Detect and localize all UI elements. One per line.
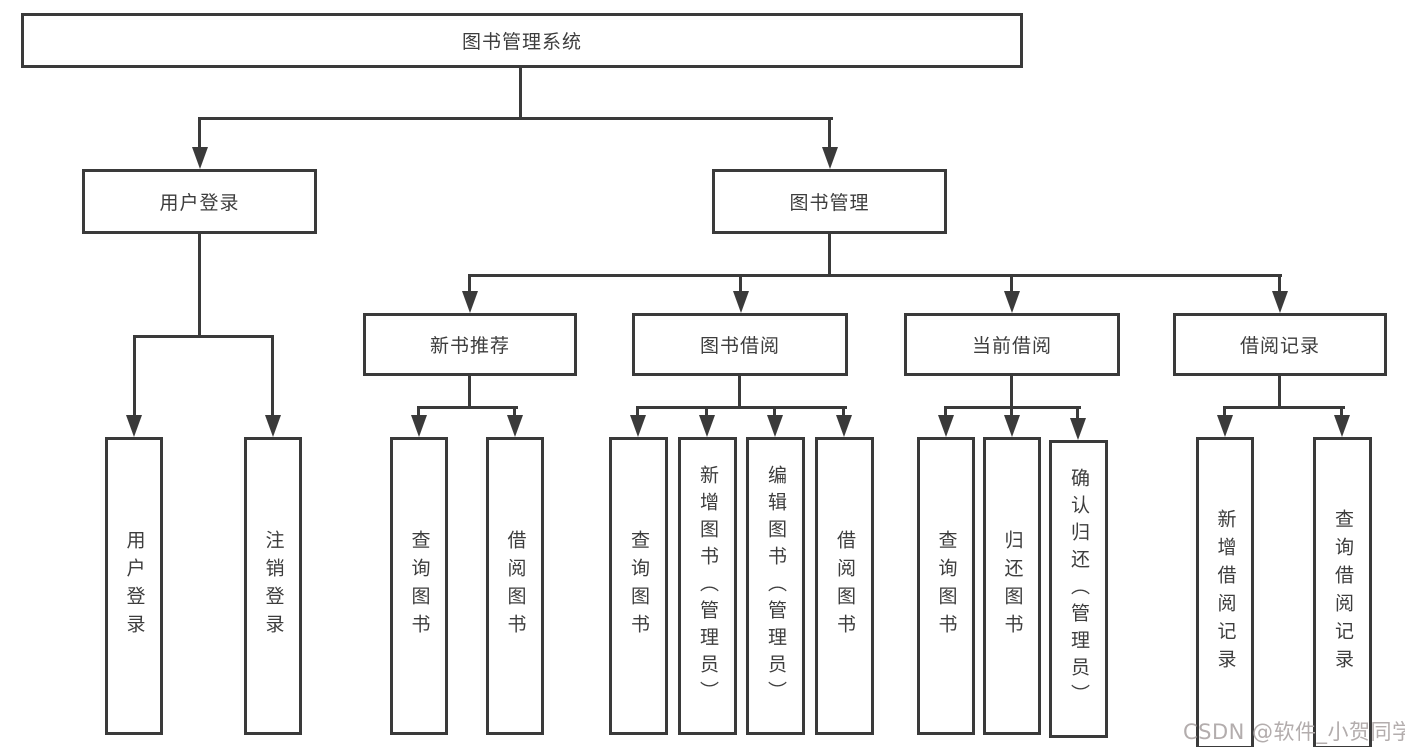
node-user-login: 用户登录 <box>82 169 317 234</box>
leaf-confirm-return-admin-label: 确认归还（管理员） <box>1068 467 1090 711</box>
arrowhead-icon <box>938 415 954 437</box>
connector-drop-leaf <box>636 406 639 420</box>
connector-book-management-branch <box>468 274 1282 277</box>
node-library-management-system-label: 图书管理系统 <box>461 31 582 53</box>
connector-new-book-stem <box>468 376 471 409</box>
arrowhead-icon <box>1004 415 1020 437</box>
leaf-logout-label: 注销登录 <box>262 530 285 642</box>
connector-root-stem <box>519 68 522 120</box>
leaf-add-borrow-record: 新增借阅记录 <box>1196 437 1254 747</box>
arrowhead-icon <box>1334 415 1350 437</box>
leaf-logout: 注销登录 <box>244 437 302 735</box>
connector-current-borrowing-stem <box>1010 376 1013 409</box>
leaf-edit-books-admin-label: 编辑图书（管理员） <box>765 464 787 708</box>
node-current-borrowing: 当前借阅 <box>904 313 1120 376</box>
arrowhead-icon <box>630 415 646 437</box>
arrowhead-icon <box>836 415 852 437</box>
leaf-query-books-recommend: 查询图书 <box>390 437 448 735</box>
connector-book-borrowing-stem <box>738 376 741 409</box>
leaf-borrow-books-borrowing-label: 借阅图书 <box>834 530 856 642</box>
connector-drop-leaf <box>513 406 516 420</box>
connector-new-book-branch <box>417 406 518 409</box>
arrowhead-icon <box>462 291 478 313</box>
connector-drop-leaf <box>842 406 845 420</box>
node-borrowing-records-label: 借阅记录 <box>1239 335 1320 357</box>
leaf-return-books-label: 归还图书 <box>1001 530 1024 642</box>
arrowhead-icon <box>265 415 281 437</box>
connector-user-login-stem <box>198 234 201 338</box>
connector-borrowing-records-branch <box>1223 406 1345 409</box>
leaf-query-books-recommend-label: 查询图书 <box>408 530 431 642</box>
leaf-add-books-admin-label: 新增图书（管理员） <box>697 464 719 708</box>
arrowhead-icon <box>1004 291 1020 313</box>
connector-user-login-branch <box>133 335 274 338</box>
node-book-management: 图书管理 <box>712 169 947 234</box>
node-new-book-recommend: 新书推荐 <box>363 313 577 376</box>
connector-book-management-stem <box>828 234 831 277</box>
connector-drop-leaf <box>417 406 420 420</box>
leaf-query-books-current-label: 查询图书 <box>935 530 958 642</box>
arrowhead-icon <box>733 291 749 313</box>
node-user-login-label: 用户登录 <box>159 192 240 214</box>
connector-drop-book-borrowing <box>739 274 742 298</box>
connector-drop-current-borrowing <box>1010 274 1013 298</box>
connector-root-branch <box>199 117 833 120</box>
connector-drop-leaf <box>944 406 947 420</box>
leaf-query-books-current: 查询图书 <box>917 437 975 735</box>
connector-drop-leaf <box>1076 406 1079 420</box>
node-new-book-recommend-label: 新书推荐 <box>429 335 510 357</box>
arrowhead-icon <box>1217 415 1233 437</box>
arrowhead-icon <box>822 147 838 169</box>
leaf-add-books-admin: 新增图书（管理员） <box>678 437 737 735</box>
node-book-borrowing-label: 图书借阅 <box>699 335 780 357</box>
arrowhead-icon <box>507 415 523 437</box>
leaf-borrow-books-recommend: 借阅图书 <box>486 437 544 735</box>
leaf-return-books: 归还图书 <box>983 437 1041 735</box>
connector-drop-new-book <box>468 274 471 298</box>
arrowhead-icon <box>126 415 142 437</box>
connector-drop-leaf <box>705 406 708 420</box>
node-book-management-label: 图书管理 <box>789 192 870 214</box>
arrowhead-icon <box>192 147 208 169</box>
leaf-query-books-borrowing: 查询图书 <box>609 437 668 735</box>
leaf-user-login-label: 用户登录 <box>123 530 146 642</box>
arrowhead-icon <box>1070 418 1086 440</box>
connector-drop-book-management <box>828 117 831 152</box>
connector-drop-leaf <box>1010 406 1013 420</box>
arrowhead-icon <box>1272 291 1288 313</box>
leaf-query-borrow-record-label: 查询借阅记录 <box>1332 509 1354 677</box>
arrowhead-icon <box>767 415 783 437</box>
connector-drop-leaf <box>271 335 274 420</box>
node-book-borrowing: 图书借阅 <box>632 313 848 376</box>
leaf-user-login: 用户登录 <box>105 437 163 735</box>
leaf-confirm-return-admin: 确认归还（管理员） <box>1049 440 1108 738</box>
connector-borrowing-records-stem <box>1278 376 1281 409</box>
csdn-watermark: CSDN @软件_小贺同学 <box>1183 720 1405 744</box>
connector-drop-leaf <box>133 335 136 420</box>
leaf-edit-books-admin: 编辑图书（管理员） <box>746 437 805 735</box>
node-current-borrowing-label: 当前借阅 <box>971 335 1052 357</box>
arrowhead-icon <box>699 415 715 437</box>
leaf-add-borrow-record-label: 新增借阅记录 <box>1214 509 1237 677</box>
connector-drop-leaf <box>773 406 776 420</box>
node-library-management-system: 图书管理系统 <box>21 13 1023 68</box>
leaf-query-books-borrowing-label: 查询图书 <box>628 530 650 642</box>
arrowhead-icon <box>411 415 427 437</box>
leaf-borrow-books-borrowing: 借阅图书 <box>815 437 874 735</box>
connector-drop-borrowing-records <box>1278 274 1281 298</box>
node-borrowing-records: 借阅记录 <box>1173 313 1387 376</box>
connector-book-borrowing-branch <box>636 406 847 409</box>
leaf-borrow-books-recommend-label: 借阅图书 <box>504 530 527 642</box>
connector-drop-leaf <box>1340 406 1343 420</box>
leaf-query-borrow-record: 查询借阅记录 <box>1313 437 1372 747</box>
connector-drop-leaf <box>1223 406 1226 420</box>
connector-drop-user-login <box>198 117 201 152</box>
